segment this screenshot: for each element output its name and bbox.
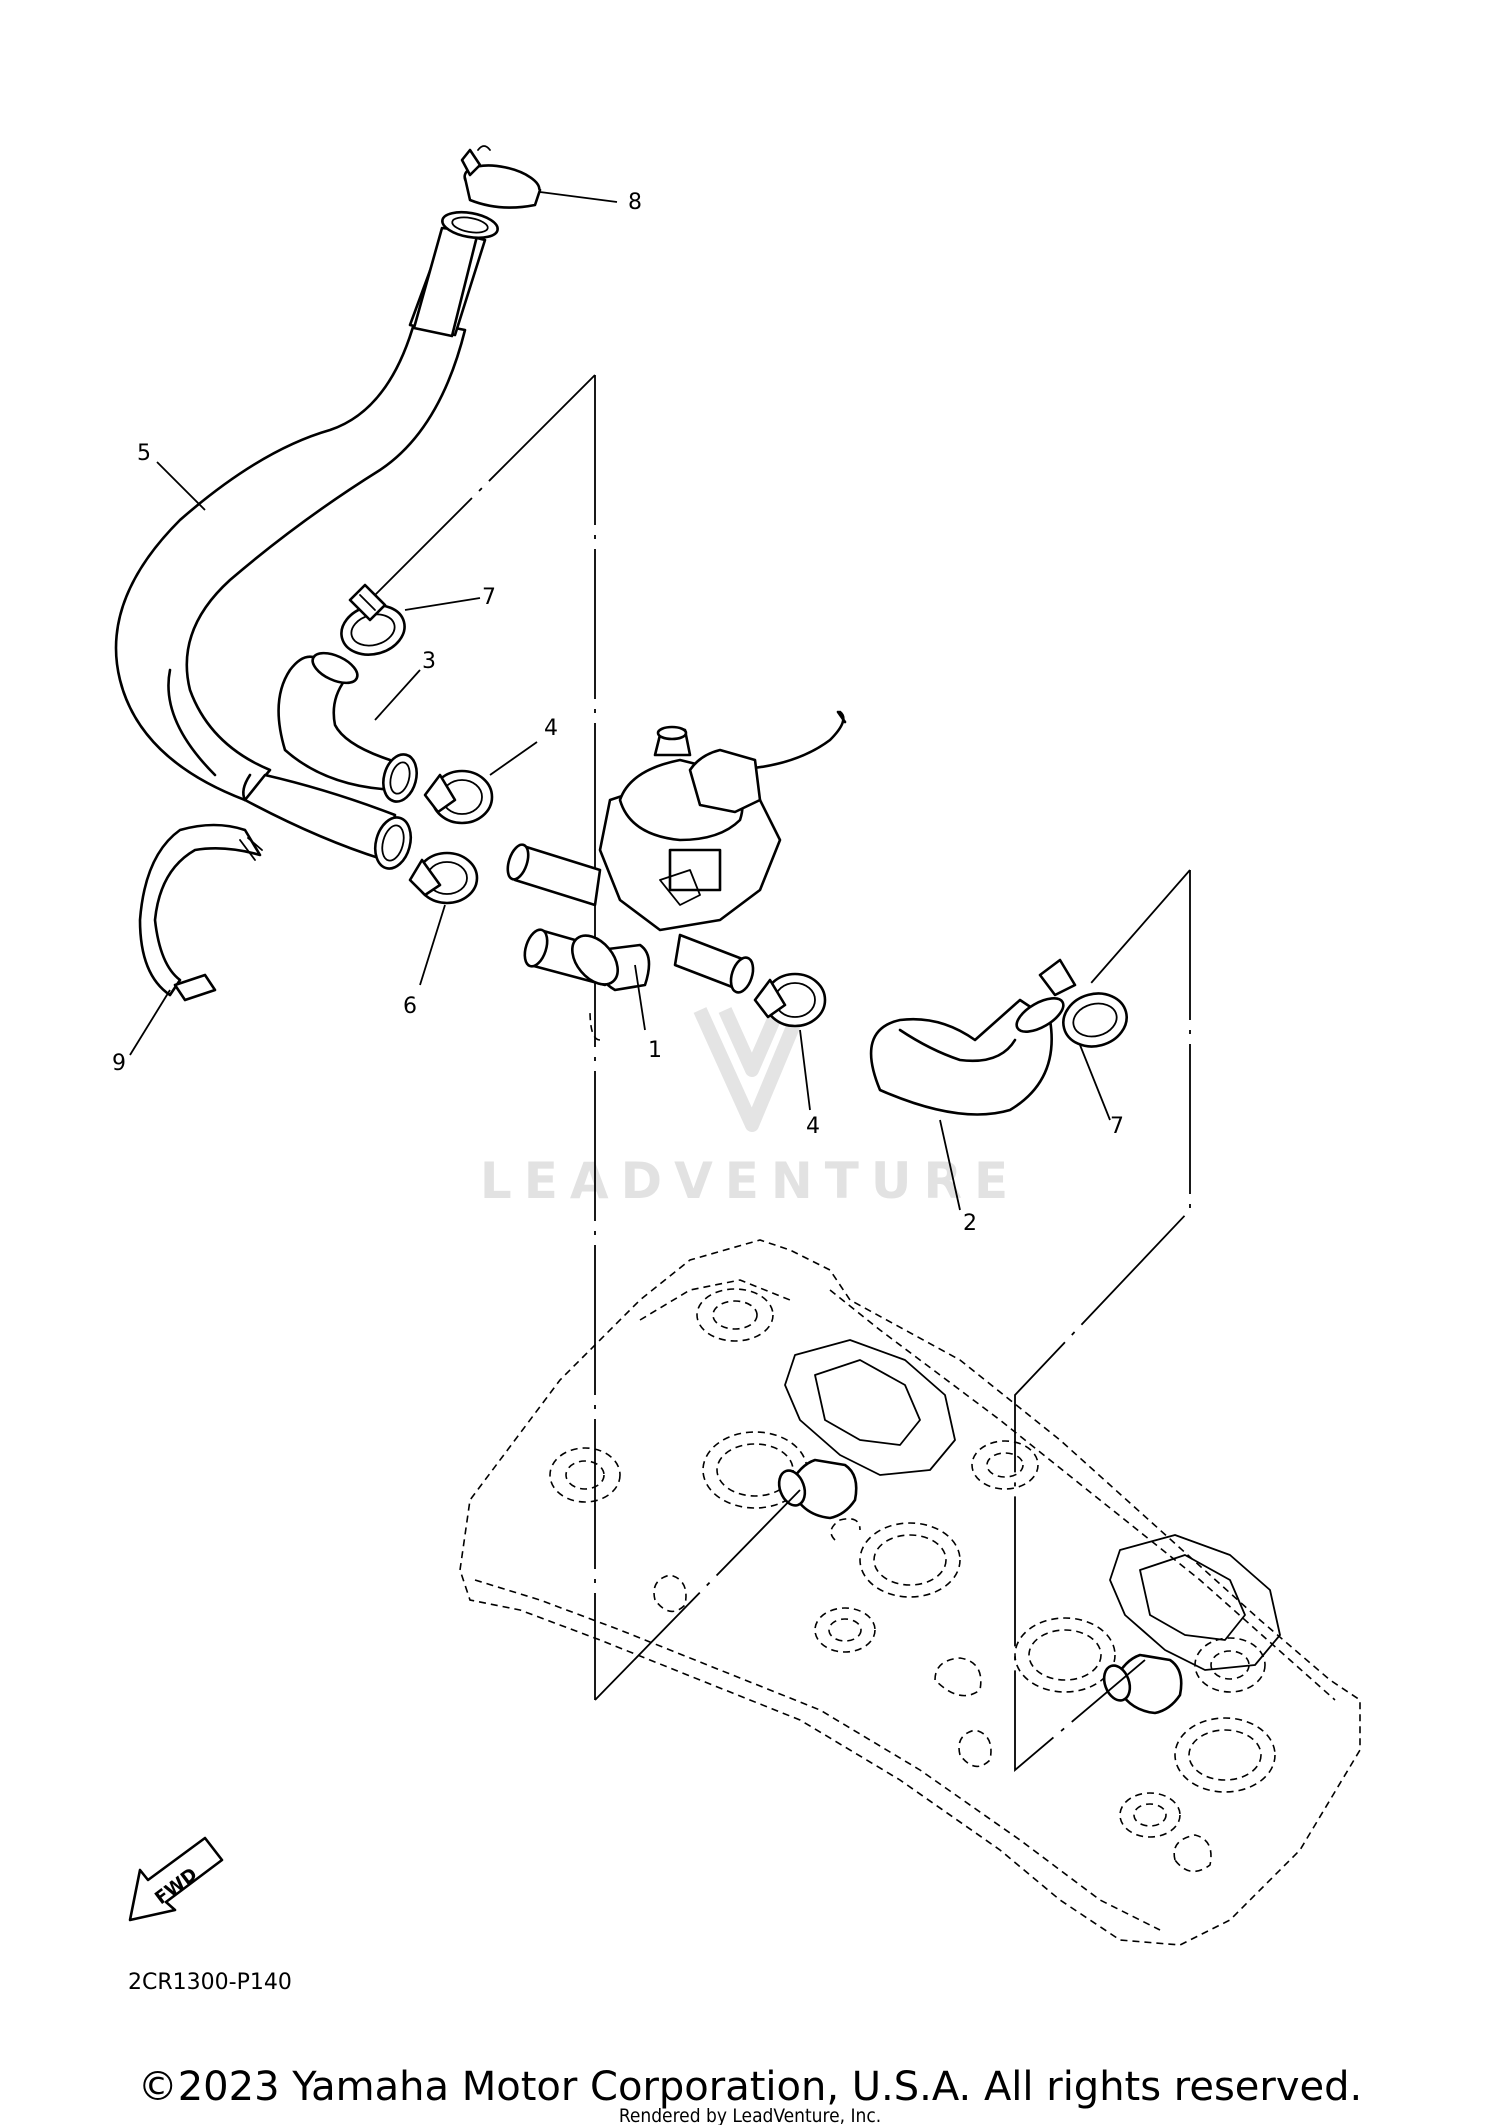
watermark-text: LEADVENTURE xyxy=(480,1152,1020,1210)
callout-4-upper: 4 xyxy=(544,716,558,741)
part-1-air-cut-valve xyxy=(506,710,847,994)
diagram-code: 2CR1300-P140 xyxy=(128,1970,292,1995)
callout-8: 8 xyxy=(628,190,642,215)
callout-3: 3 xyxy=(422,649,436,674)
leader-lines xyxy=(129,191,1111,1211)
part-7-clamp-upper xyxy=(340,583,406,656)
callout-2: 2 xyxy=(963,1211,977,1236)
callout-9: 9 xyxy=(112,1051,126,1076)
air-induction-port-rear xyxy=(1102,1534,1281,1715)
rendered-by-text: Rendered by LeadVenture, Inc. xyxy=(619,2105,881,2125)
part-2-hose xyxy=(869,997,1065,1116)
part-8-clamp xyxy=(460,145,542,209)
connection-lines xyxy=(359,374,1191,1772)
callout-6: 6 xyxy=(403,994,417,1019)
part-5-hose xyxy=(114,210,499,870)
part-9-band xyxy=(138,823,263,1002)
watermark-logo xyxy=(693,1007,807,1132)
watermark: LEADVENTURE xyxy=(480,1007,1020,1210)
callout-1: 1 xyxy=(648,1038,662,1063)
part-4-clamp-lower xyxy=(753,972,827,1028)
part-3-hose xyxy=(277,651,418,803)
part-6-clamp xyxy=(408,851,479,905)
callouts: 8 5 7 3 4 6 1 4 7 2 9 xyxy=(112,190,1124,1236)
callout-7-lower: 7 xyxy=(1110,1114,1124,1139)
part-4-clamp-upper xyxy=(423,769,494,825)
copyright-text: ©2023 Yamaha Motor Corporation, U.S.A. A… xyxy=(138,2064,1363,2110)
part-7-clamp-lower xyxy=(1038,958,1128,1048)
callout-7-upper: 7 xyxy=(482,585,496,610)
fwd-arrow-icon: FWD xyxy=(128,1836,224,1922)
callout-4-lower: 4 xyxy=(806,1114,820,1139)
callout-5: 5 xyxy=(137,441,151,466)
air-induction-port-front xyxy=(777,1339,956,1520)
